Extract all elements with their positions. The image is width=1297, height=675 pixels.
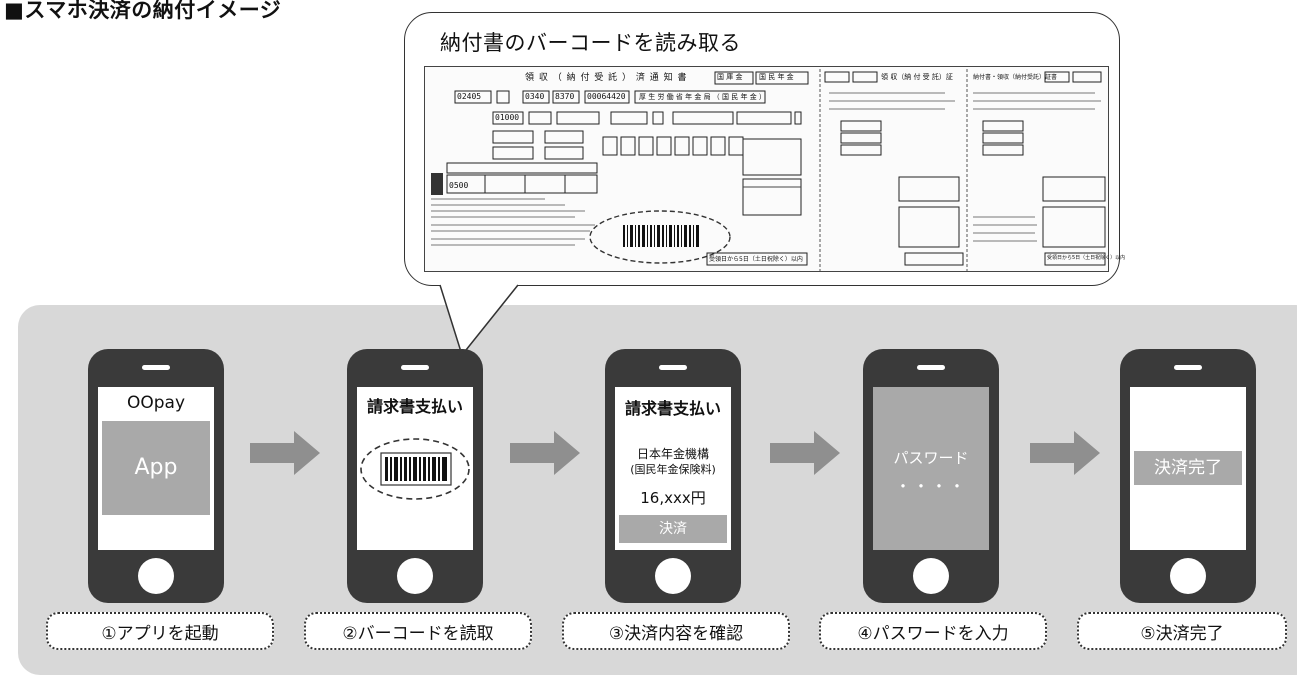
- step-label-4: ④パスワードを入力: [819, 612, 1047, 650]
- home-button: [397, 558, 433, 594]
- slip-side-title-2: 納付書・領収（納付受託）証書: [973, 74, 1058, 81]
- barcode-scan-icon: [360, 438, 470, 500]
- slip-badge-pension: 国 民 年 金: [759, 73, 794, 81]
- phone-speaker: [1174, 365, 1202, 370]
- pay-button[interactable]: 決済: [619, 515, 727, 543]
- home-button: [138, 558, 174, 594]
- payment-complete-banner: 決済完了: [1134, 451, 1242, 485]
- step-label-1: ①アプリを起動: [46, 612, 274, 650]
- phone-step-1: OOpay App: [88, 349, 224, 603]
- home-button: [913, 558, 949, 594]
- slip-code-1: 02405: [457, 92, 482, 101]
- slip-header-title: 領 収 （ 納 付 受 託 ） 済 通 知 書: [525, 73, 688, 83]
- payment-amount: 16,xxx円: [640, 489, 706, 507]
- arrow-right-icon: [510, 431, 580, 475]
- home-button: [655, 558, 691, 594]
- phone-screen: 請求書支払い: [357, 387, 473, 550]
- slip-small-code: 0500: [449, 181, 469, 190]
- payee-subtitle: (国民年金保険料): [630, 463, 716, 476]
- phone-step-2: 請求書支払い: [347, 349, 483, 603]
- payee-name: 日本年金機構: [636, 447, 709, 461]
- phone-speaker: [659, 365, 687, 370]
- home-button: [1170, 558, 1206, 594]
- phone-step-3: 請求書支払い 日本年金機構 (国民年金保険料) 16,xxx円 決済: [605, 349, 741, 603]
- step-label-5: ⑤決済完了: [1077, 612, 1287, 650]
- phone-speaker: [917, 365, 945, 370]
- phone-screen: 請求書支払い 日本年金機構 (国民年金保険料) 16,xxx円 決済: [615, 387, 731, 550]
- arrow-right-icon: [770, 431, 840, 475]
- slip-code-2: 0340: [525, 92, 545, 101]
- app-icon[interactable]: App: [102, 421, 210, 515]
- wallet-app-name: OOpay: [126, 393, 186, 413]
- step-label-2: ②バーコードを読取: [304, 612, 532, 650]
- slip-field-code: 01000: [495, 113, 520, 122]
- phone-step-5: 決済完了: [1120, 349, 1256, 603]
- slip-footer-note: 受領日から5日（土日祝除く）以内: [709, 256, 803, 263]
- payment-slip: 領 収 （ 納 付 受 託 ） 済 通 知 書 国 庫 金 国 民 年 金 02…: [424, 66, 1125, 272]
- phone-speaker: [401, 365, 429, 370]
- arrow-right-icon: [250, 431, 320, 475]
- password-mask[interactable]: ・・・・: [894, 477, 967, 496]
- arrow-right-icon: [1030, 431, 1100, 475]
- slip-code-4: 00064420: [587, 92, 626, 101]
- phone-screen: OOpay App: [98, 387, 214, 550]
- payment-slip-drawing: [431, 69, 1106, 271]
- slip-code-3: 8370: [555, 92, 575, 101]
- slip-side-footer: 受領日から5日（土日祝除く）以内: [1047, 255, 1126, 261]
- slip-payee-title: 厚 生 労 働 省 年 金 局 （ 国 民 年 金 ）: [639, 93, 766, 101]
- phone-screen: パスワード ・・・・: [873, 387, 989, 550]
- slip-badge-treasury: 国 庫 金: [717, 73, 743, 81]
- step-label-3: ③決済内容を確認: [562, 612, 790, 650]
- phone-speaker: [142, 365, 170, 370]
- phone-screen: 決済完了: [1130, 387, 1246, 550]
- screen-title: 請求書支払い: [624, 399, 721, 418]
- password-label: パスワード: [893, 449, 969, 467]
- phone-step-4: パスワード ・・・・: [863, 349, 999, 603]
- slip-side-title-1: 領 収（納 付 受 託）証: [881, 73, 953, 81]
- page-heading: ■スマホ決済の納付イメージ: [4, 0, 282, 22]
- bubble-title: 納付書のバーコードを読み取る: [440, 31, 741, 55]
- screen-title: 請求書支払い: [366, 397, 463, 416]
